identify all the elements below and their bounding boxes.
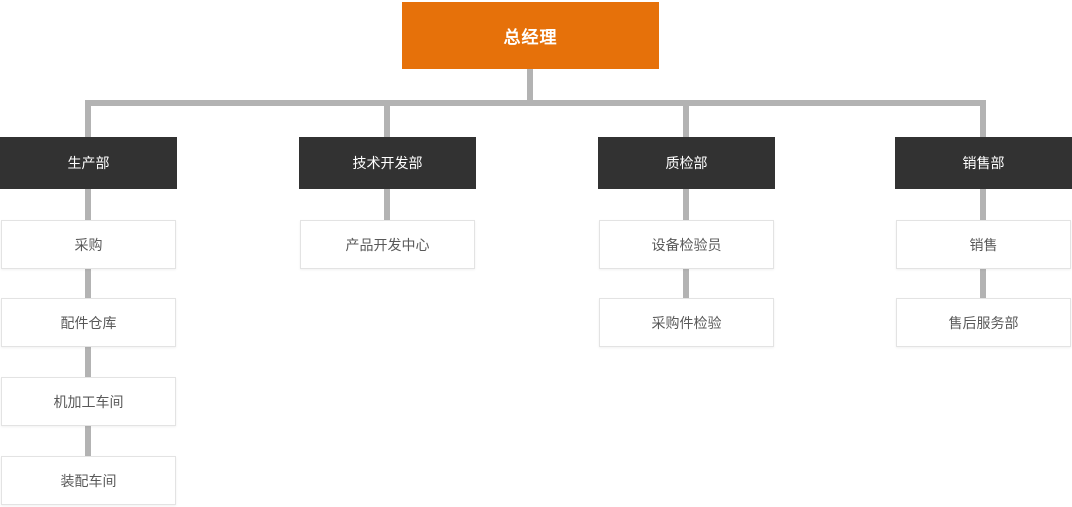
node-parts-warehouse: 配件仓库 [1,298,176,347]
node-assembly-workshop: 装配车间 [1,456,176,505]
node-general-manager: 总经理 [402,2,659,69]
connector-horizontal-bus [85,100,986,106]
node-product-development-center: 产品开发中心 [300,220,475,269]
connector-sales-child1 [980,189,986,220]
connector-production-child3 [85,347,91,377]
node-quality-inspection-dept: 质检部 [598,137,775,189]
connector-production-child1 [85,189,91,220]
node-sales-dept: 销售部 [895,137,1072,189]
connector-drop-tech-development [384,100,390,137]
connector-production-child4 [85,426,91,456]
node-after-sales-service-dept: 售后服务部 [896,298,1071,347]
node-machining-workshop: 机加工车间 [1,377,176,426]
connector-quality-inspection-child2 [683,269,689,298]
connector-root-vertical [527,69,533,103]
connector-tech-development-child1 [384,189,390,220]
connector-drop-production [85,100,91,137]
node-purchased-parts-inspection: 采购件检验 [599,298,774,347]
node-equipment-inspector: 设备检验员 [599,220,774,269]
connector-production-child2 [85,269,91,298]
node-tech-development-dept: 技术开发部 [299,137,476,189]
connector-drop-quality-inspection [683,100,689,137]
connector-drop-sales [980,100,986,137]
connector-quality-inspection-child1 [683,189,689,220]
node-purchasing: 采购 [1,220,176,269]
node-sales: 销售 [896,220,1071,269]
node-production-dept: 生产部 [0,137,177,189]
connector-sales-child2 [980,269,986,298]
